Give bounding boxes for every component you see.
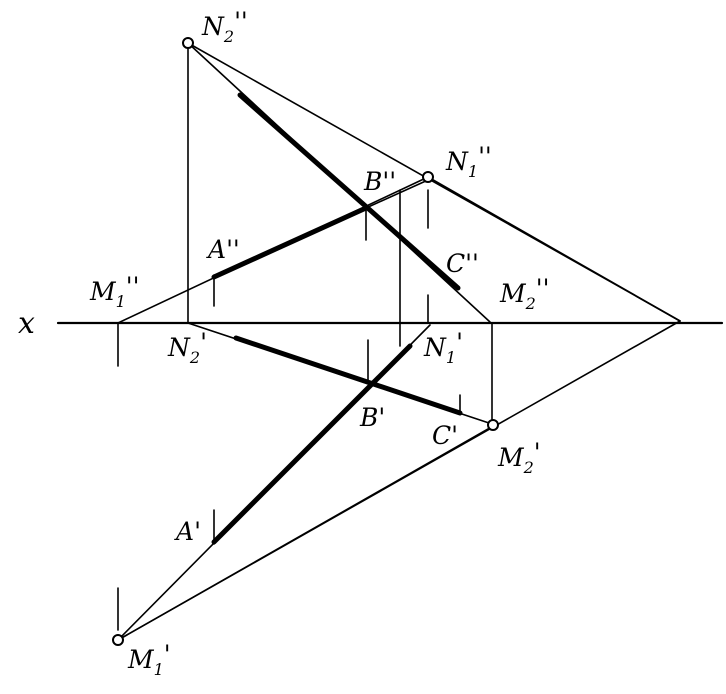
label-n1-double-prime: N1'' (445, 142, 492, 181)
label-a-double-prime: A'' (206, 235, 240, 264)
label-n2-double-prime: N2'' (201, 7, 248, 46)
label-c-prime: C' (432, 421, 458, 450)
segment-a-b-horizontal (211, 343, 413, 545)
label-b-double-prime: B'' (363, 167, 396, 196)
segment-bc-frontal (237, 92, 461, 291)
segment-b-n1-frontal-thin (365, 179, 429, 209)
point-n2pp-marker (182, 37, 194, 49)
trace-n1pp-vanish (427, 176, 681, 322)
label-n1-prime: N1' (423, 328, 463, 367)
label-m1-prime: M1' (127, 640, 171, 679)
point-m2p-marker (487, 419, 499, 431)
x-axis-label: x (18, 306, 35, 341)
segment-a-b-frontal (211, 205, 369, 280)
point-n1pp-marker (422, 171, 434, 183)
label-m2-prime: M2' (497, 438, 541, 477)
label-a-prime: A' (174, 517, 201, 546)
point-m1p-marker (112, 634, 124, 646)
label-m1-double-prime: M1'' (89, 272, 140, 311)
segment-bc-horizontal (233, 335, 463, 416)
label-m2-double-prime: M2'' (499, 274, 550, 313)
trace-m1p-m2p (117, 424, 496, 641)
label-n2-prime: N2' (167, 328, 207, 367)
label-c-double-prime: C'' (446, 249, 479, 278)
label-b-prime: B' (359, 403, 385, 432)
